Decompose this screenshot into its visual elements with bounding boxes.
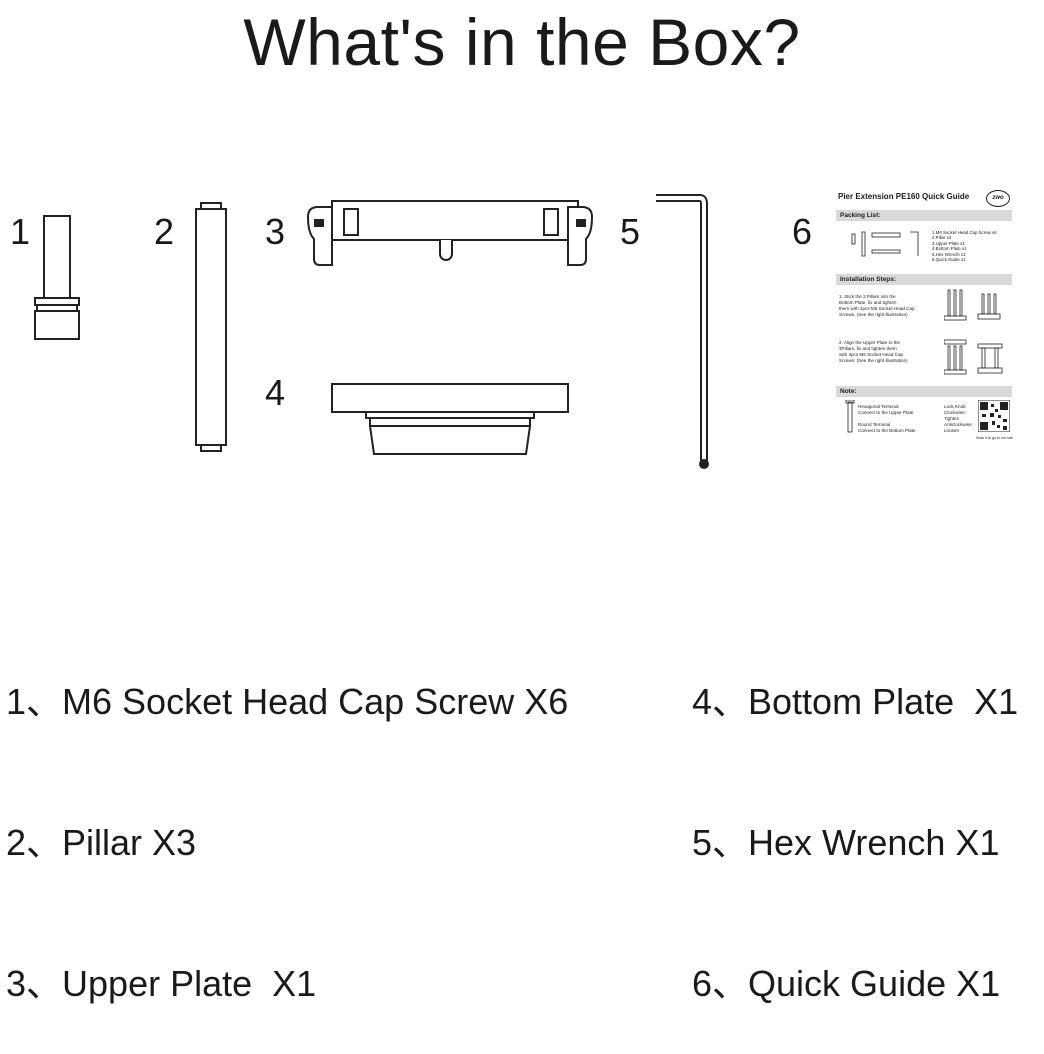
zwo-logo: zwo xyxy=(986,190,1010,207)
part-number-2: 2 xyxy=(154,211,175,252)
socket-screw-icon xyxy=(34,215,80,340)
parts-list-item: 6、Quick Guide X1 xyxy=(692,963,1001,1004)
packing-list-header: Packing List: xyxy=(836,210,1012,221)
part-number-1: 1 xyxy=(10,211,31,252)
packing-item: 5.Hex Wrench x1 xyxy=(932,251,966,257)
packing-item: 4.Bottom Plate x1 xyxy=(932,246,967,252)
part-number-5: 5 xyxy=(620,211,641,252)
bottom-plate-icon xyxy=(331,383,569,455)
packing-item: 3.Upper Plate x1 xyxy=(932,240,965,246)
packing-item: 2.Pillar x3 xyxy=(932,235,952,241)
part-number-6: 6 xyxy=(792,211,813,252)
note-hexagonal-terminal: Hexagonal Terminal Connect to the Upper … xyxy=(858,404,914,415)
note-lock-knob: Lock Knob Clockwise: Tighten Anticlockwi… xyxy=(944,404,973,433)
terminal-screw-icon xyxy=(845,400,855,433)
page-title: What's in the Box? xyxy=(243,5,801,79)
quick-guide-title: Pier Extension PE160 Quick Guide xyxy=(838,192,970,201)
packing-item: 1.M6 Socket Head Cap Screw x6 xyxy=(932,230,997,235)
note-header: Note: xyxy=(836,386,1012,397)
quick-guide-card: Pier Extension PE160 Quick Guide zwo Pac… xyxy=(836,188,1013,444)
parts-list-item: 1、M6 Socket Head Cap Screw X6 xyxy=(6,681,569,722)
qr-caption: Scan it to go to our site xyxy=(976,436,1013,440)
packing-parts-thumbnail xyxy=(851,231,919,257)
part-number-3: 3 xyxy=(265,211,286,252)
step-2-illustration xyxy=(944,339,1003,375)
installation-step-1: 1. Stick the 3 Pillars into the Bottom P… xyxy=(839,294,915,317)
note-round-terminal: Round Terminal Connect to the Bottom Pla… xyxy=(858,422,916,433)
installation-step-2: 2. Align the Upper Plate to the 3Pillars… xyxy=(839,340,908,363)
packing-item: 6.Quick Guide x1 xyxy=(932,257,966,263)
pillar-icon xyxy=(195,202,227,452)
parts-list-item: 2、Pillar X3 xyxy=(6,822,197,863)
qr-code-icon xyxy=(978,400,1010,432)
upper-plate-icon xyxy=(306,200,594,266)
step-1-illustration xyxy=(944,289,1001,321)
parts-list-left: 1、M6 Socket Head Cap Screw X6 2、Pillar X… xyxy=(6,584,568,1054)
parts-list-item: 5、Hex Wrench X1 xyxy=(692,822,1000,863)
hex-wrench-icon xyxy=(656,194,709,469)
parts-list-item: 4、Bottom Plate X1 xyxy=(692,681,1019,722)
installation-steps-header: Installation Steps: xyxy=(836,274,1012,285)
parts-list-right: 4、Bottom Plate X1 5、Hex Wrench X1 6、Quic… xyxy=(692,584,1018,1054)
part-number-4: 4 xyxy=(265,372,286,413)
packing-items-list: 1.M6 Socket Head Cap Screw x6 2.Pillar x… xyxy=(932,230,997,262)
parts-list-item: 3、Upper Plate X1 xyxy=(6,963,317,1004)
